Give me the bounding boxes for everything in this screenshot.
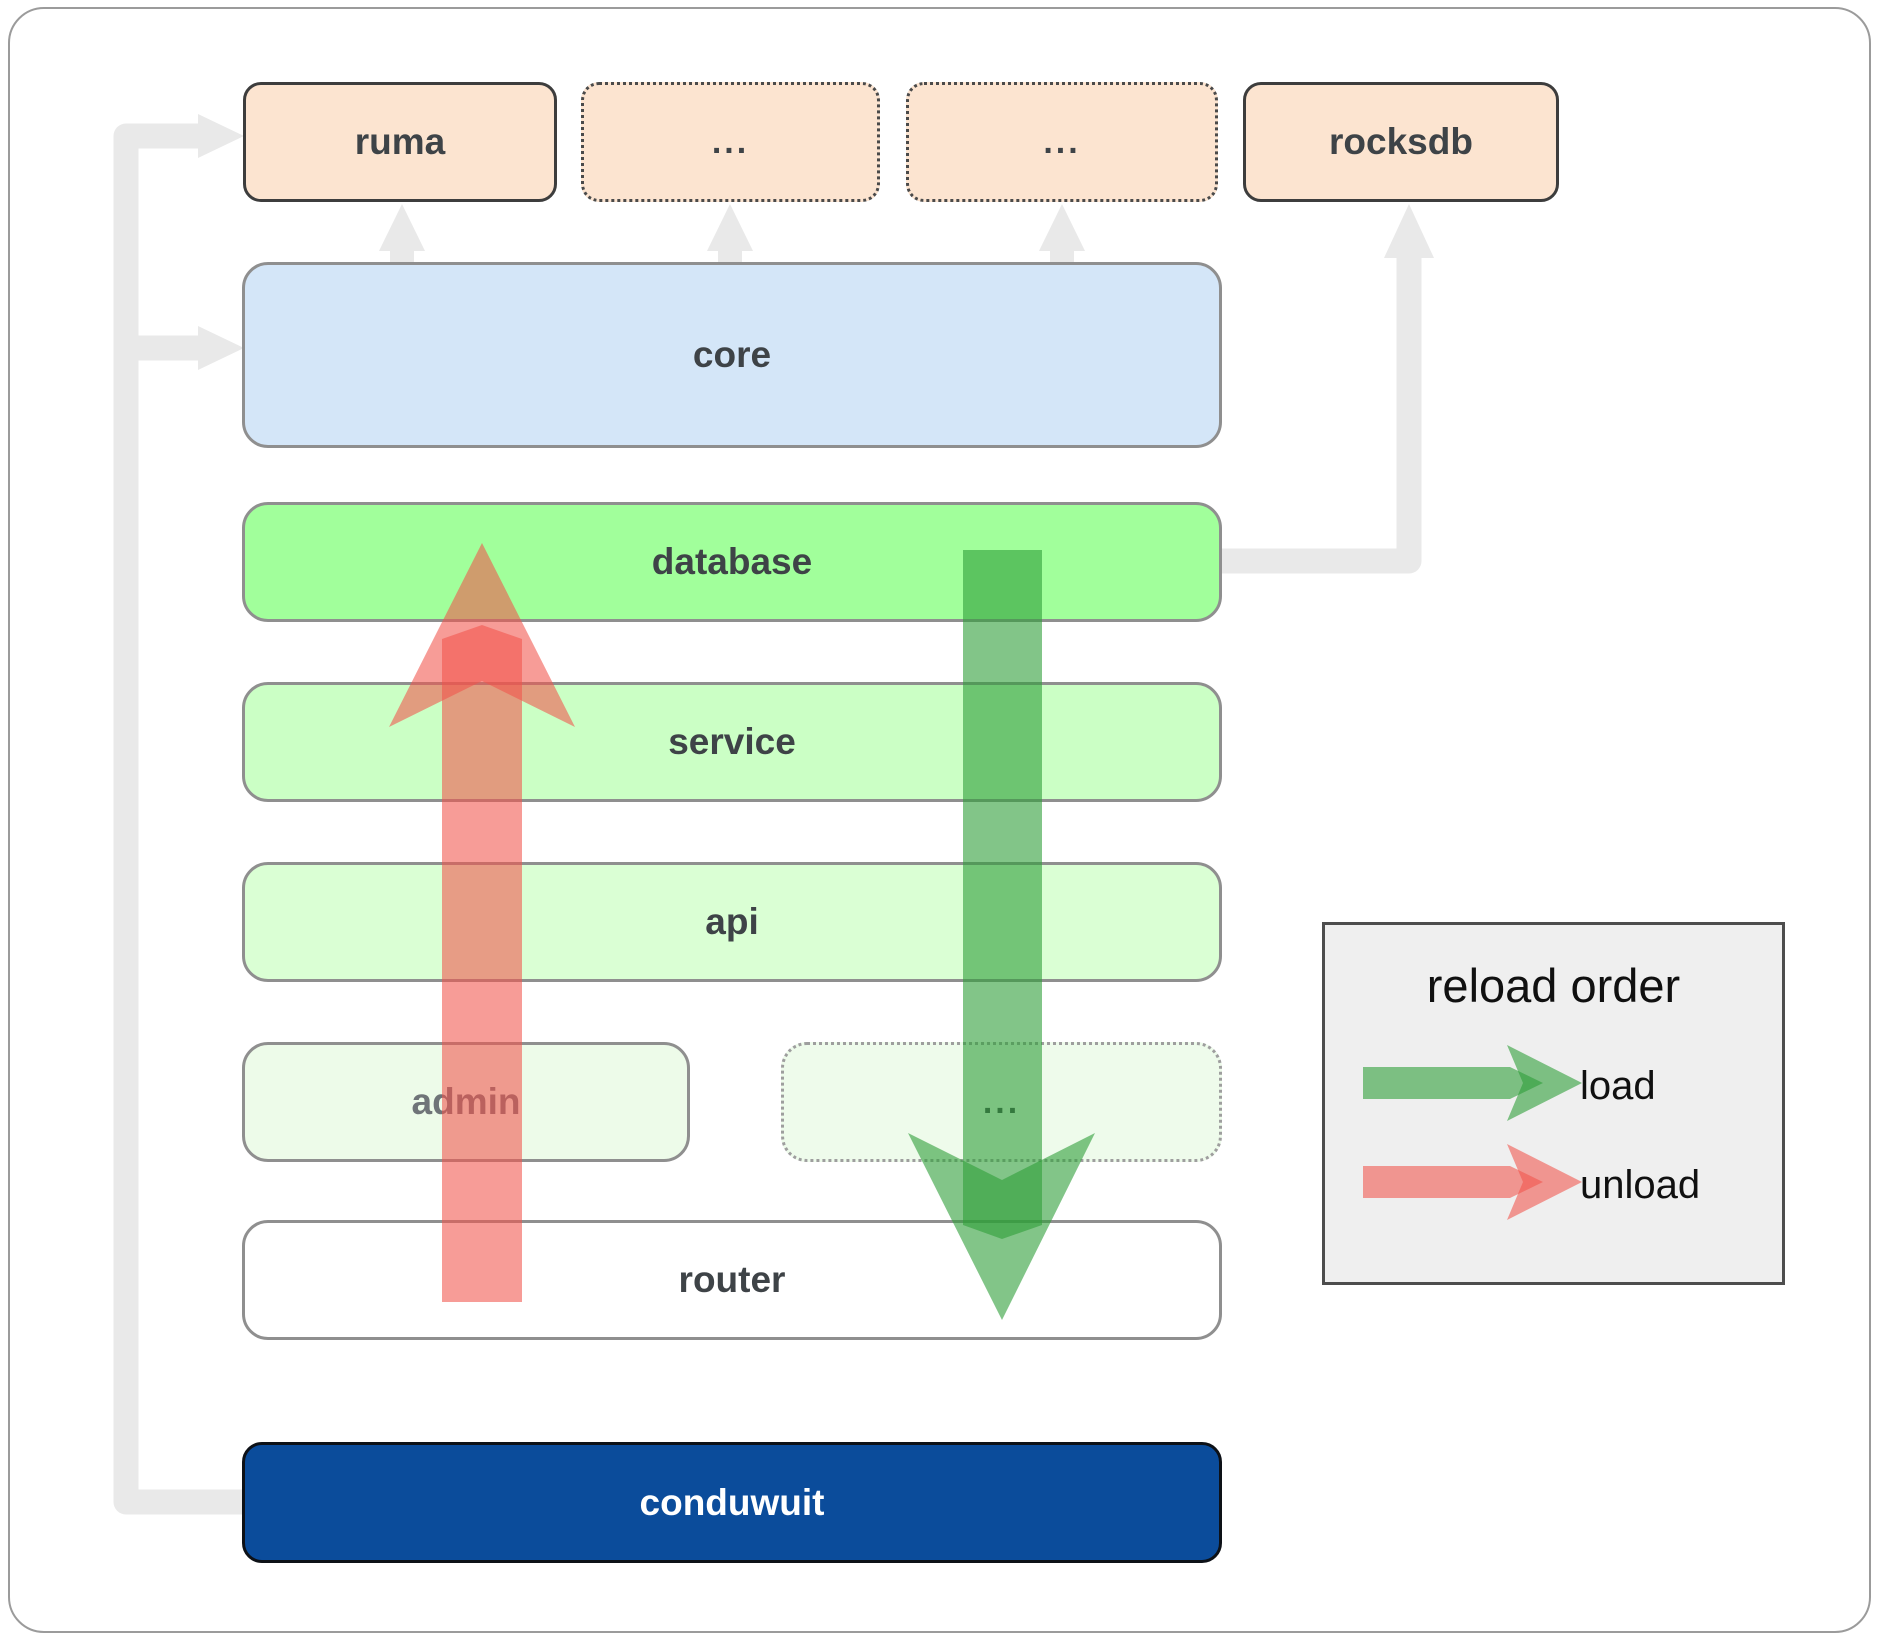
node-service-label: service — [668, 721, 796, 762]
node-router-label: router — [678, 1259, 786, 1300]
legend-title: reload order — [1426, 959, 1681, 1012]
node-admin: admin — [242, 1042, 690, 1162]
node-admin-label: admin — [411, 1081, 521, 1122]
node-database-label: database — [651, 541, 813, 582]
node-rocksdb: rocksdb — [1243, 82, 1559, 202]
node-service: service — [242, 682, 1222, 802]
node-core: core — [242, 262, 1222, 448]
legend-unload-label: unload — [1580, 1162, 1701, 1207]
node-router: router — [242, 1220, 1222, 1340]
node-ellipsis-admin-label: ... — [982, 1082, 1021, 1121]
node-ellipsis-top-1: ... — [581, 82, 880, 202]
node-ruma: ruma — [243, 82, 557, 202]
node-api-label: api — [705, 901, 759, 942]
node-ellipsis-top-2-label: ... — [1043, 122, 1081, 161]
node-ruma-label: ruma — [354, 121, 446, 162]
node-ellipsis-top-1-label: ... — [711, 122, 750, 161]
node-rocksdb-label: rocksdb — [1329, 121, 1473, 162]
node-ellipsis-admin: ... — [781, 1042, 1222, 1162]
legend: reload order load unload — [1322, 922, 1785, 1285]
node-api: api — [242, 862, 1222, 982]
node-core-label: core — [692, 334, 772, 375]
node-conduwuit-label: conduwuit — [639, 1481, 825, 1523]
node-ellipsis-top-2: ... — [906, 82, 1218, 202]
node-conduwuit: conduwuit — [242, 1442, 1222, 1563]
outer-frame — [8, 7, 1871, 1633]
node-database: database — [242, 502, 1222, 622]
legend-load-label: load — [1580, 1063, 1656, 1108]
